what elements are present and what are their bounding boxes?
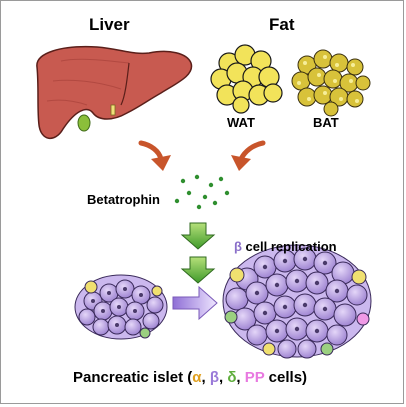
caption-suffix: cells) bbox=[264, 369, 308, 386]
bat-label: BAT bbox=[313, 115, 339, 130]
curved-arrow-left-icon bbox=[138, 140, 171, 171]
curved-arrow-right-icon bbox=[231, 140, 266, 171]
wat-icon bbox=[210, 44, 283, 114]
betatrophin-label: Betatrophin bbox=[87, 192, 160, 207]
large-islet-icon bbox=[222, 244, 372, 359]
beta-cell-replication-label: β cell replication bbox=[234, 239, 337, 254]
beta-symbol: β bbox=[234, 239, 242, 254]
caption-alpha: α bbox=[192, 369, 202, 386]
replication-text: cell replication bbox=[241, 239, 337, 254]
caption-prefix: Pancreatic islet ( bbox=[73, 369, 193, 386]
caption-pp: PP bbox=[244, 369, 265, 386]
liver-icon bbox=[36, 45, 193, 139]
bat-icon bbox=[291, 49, 371, 117]
caption-delta: δ bbox=[227, 369, 237, 386]
right-arrow-icon bbox=[172, 285, 218, 321]
wat-label: WAT bbox=[227, 115, 255, 130]
liver-label: Liver bbox=[89, 15, 130, 34]
caption-beta: β bbox=[209, 369, 219, 386]
betatrophin-dots-icon bbox=[174, 174, 230, 210]
caption-sep: , bbox=[218, 369, 228, 386]
caption-sep: , bbox=[236, 369, 245, 386]
fat-label: Fat bbox=[269, 15, 295, 34]
small-islet-icon bbox=[74, 274, 168, 340]
down-arrow-icon bbox=[180, 256, 216, 284]
caption-sep: , bbox=[201, 369, 210, 386]
down-arrow-icon bbox=[180, 222, 216, 250]
pancreatic-islet-caption: Pancreatic islet (α, β, δ, PP cells) bbox=[73, 369, 307, 386]
